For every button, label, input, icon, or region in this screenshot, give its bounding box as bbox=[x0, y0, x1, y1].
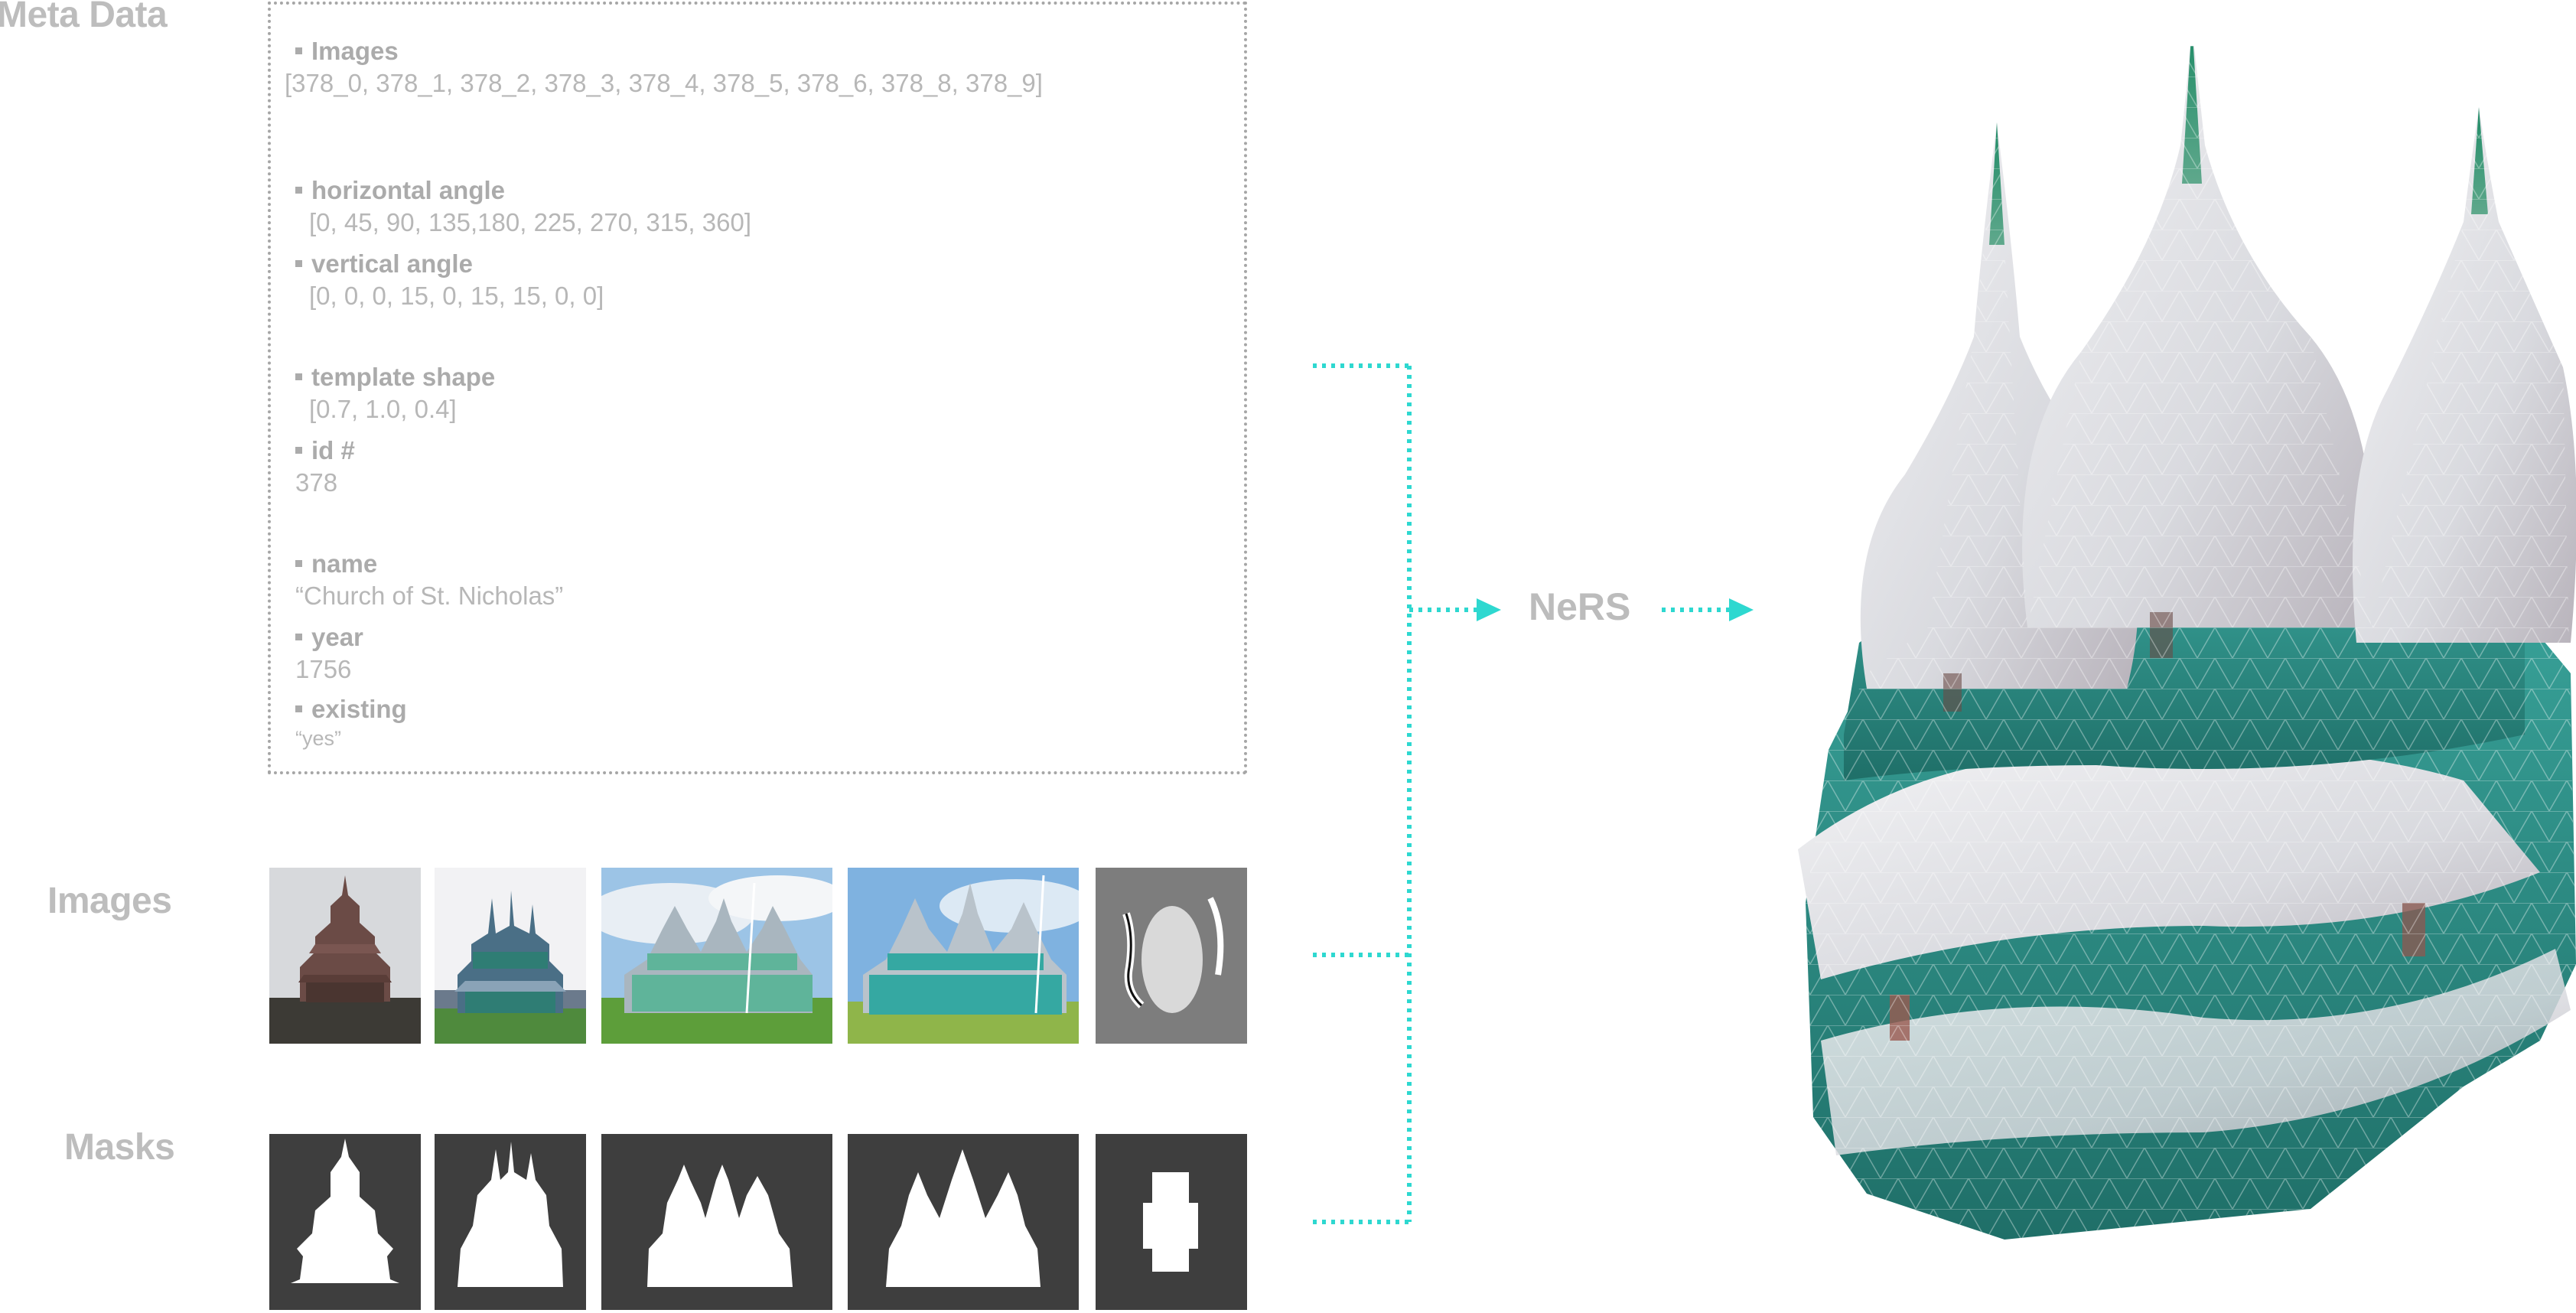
mask-1 bbox=[269, 1134, 421, 1310]
mask-5 bbox=[1096, 1134, 1247, 1310]
field-key: year bbox=[311, 623, 363, 651]
church-photo-5 bbox=[1096, 868, 1247, 1044]
field-value: [0, 0, 0, 15, 0, 15, 15, 0, 0] bbox=[309, 282, 604, 310]
images-label: Images bbox=[47, 881, 172, 921]
church-photo-2 bbox=[435, 868, 586, 1044]
meta-field-year: year 1756 bbox=[295, 623, 363, 684]
field-key: vertical angle bbox=[311, 249, 473, 278]
mask-3 bbox=[601, 1134, 832, 1310]
field-value: [0, 45, 90, 135,180, 225, 270, 315, 360] bbox=[309, 208, 751, 236]
field-value: [0.7, 1.0, 0.4] bbox=[309, 395, 457, 423]
meta-data-label: Meta Data bbox=[0, 0, 168, 35]
meta-field-vertical-angle: vertical angle [0, 0, 0, 15, 0, 15, 15, … bbox=[295, 249, 604, 311]
mask-4 bbox=[848, 1134, 1079, 1310]
square-bullet-icon bbox=[295, 47, 302, 54]
field-key: existing bbox=[311, 695, 407, 723]
meta-data-box: Images [378_0, 378_1, 378_2, 378_3, 378_… bbox=[268, 2, 1247, 774]
field-value: 1756 bbox=[295, 655, 352, 683]
field-value: [378_0, 378_1, 378_2, 378_3, 378_4, 378_… bbox=[285, 69, 1043, 97]
arrowhead-right-icon bbox=[1477, 598, 1501, 621]
meta-field-images: Images [378_0, 378_1, 378_2, 378_3, 378_… bbox=[285, 37, 1043, 98]
mask-2 bbox=[435, 1134, 586, 1310]
square-bullet-icon bbox=[295, 259, 302, 267]
meta-field-id: id # 378 bbox=[295, 436, 355, 497]
ners-3d-mesh-render bbox=[1798, 46, 2576, 1240]
church-photo-1 bbox=[269, 868, 421, 1044]
meta-field-existing: existing “yes” bbox=[295, 695, 407, 751]
square-bullet-icon bbox=[295, 446, 302, 454]
square-bullet-icon bbox=[295, 705, 302, 712]
square-bullet-icon bbox=[295, 373, 302, 380]
church-photo-3 bbox=[601, 868, 832, 1044]
meta-field-template-shape: template shape [0.7, 1.0, 0.4] bbox=[295, 363, 495, 424]
meta-field-horizontal-angle: horizontal angle [0, 45, 90, 135,180, 22… bbox=[295, 176, 751, 237]
field-key: template shape bbox=[311, 363, 496, 391]
field-value: “yes” bbox=[295, 727, 341, 750]
field-key: name bbox=[311, 549, 378, 578]
field-key: horizontal angle bbox=[311, 176, 506, 204]
field-key: Images bbox=[311, 37, 399, 65]
arrowhead-right-icon bbox=[1729, 598, 1754, 621]
field-value: 378 bbox=[295, 468, 338, 497]
square-bullet-icon bbox=[295, 186, 302, 194]
field-key: id # bbox=[311, 436, 355, 464]
meta-field-name: name “Church of St. Nicholas” bbox=[295, 549, 563, 611]
square-bullet-icon bbox=[295, 633, 302, 640]
square-bullet-icon bbox=[295, 559, 302, 567]
masks-label: Masks bbox=[64, 1127, 175, 1168]
church-photo-4 bbox=[848, 868, 1079, 1044]
ners-label: NeRS bbox=[1529, 585, 1631, 628]
field-value: “Church of St. Nicholas” bbox=[295, 582, 564, 610]
